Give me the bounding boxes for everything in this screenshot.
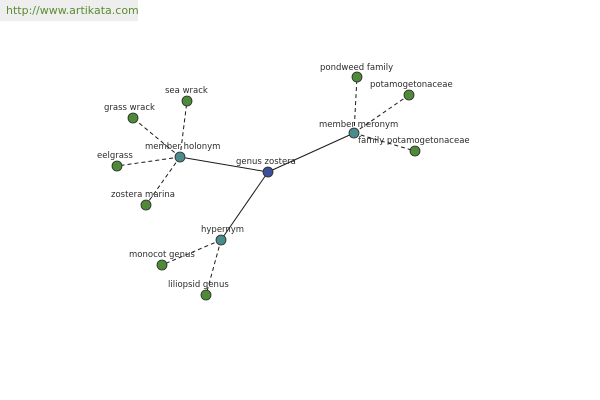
relation-label-hypernym: hypernym — [201, 225, 244, 235]
graph-labels: genus zostera member holonym grass wrack se… — [97, 63, 470, 290]
leaf-node-sea-wrack[interactable] — [181, 95, 193, 107]
leaf-label-pondweed-family: pondweed family — [320, 63, 393, 73]
leaf-label-eelgrass: eelgrass — [97, 151, 133, 161]
leaf-label-zostera-marina: zostera marina — [111, 190, 175, 200]
edge-member-meronym-to-family-potamogetonaceae — [353, 132, 416, 152]
center-node-genus-zostera[interactable] — [262, 166, 274, 178]
leaf-label-family-potamogetonaceae: family potamogetonaceae — [358, 136, 470, 146]
leaf-node-eelgrass[interactable] — [111, 160, 123, 172]
leaf-label-sea-wrack: sea wrack — [165, 86, 208, 96]
edge-center-to-member-meronym — [267, 132, 355, 173]
leaf-node-grass-wrack[interactable] — [127, 112, 139, 124]
leaf-node-potamogetonaceae[interactable] — [403, 89, 415, 101]
edge-hypernym-to-monocot-genus — [161, 239, 222, 266]
edge-member-holonym-to-eelgrass — [116, 156, 181, 167]
leaf-label-potamogetonaceae: potamogetonaceae — [370, 80, 453, 90]
graph-edges — [116, 76, 416, 296]
watermark-url: http://www.artikata.com — [0, 0, 139, 21]
center-node-label: genus zostera — [236, 157, 296, 167]
edge-member-holonym-to-sea-wrack — [179, 100, 188, 158]
relation-node-hypernym[interactable] — [215, 234, 227, 246]
graph-nodes — [111, 71, 421, 301]
relation-node-member-meronym[interactable] — [348, 127, 360, 139]
leaf-node-family-potamogetonaceae[interactable] — [409, 145, 421, 157]
edge-center-to-member-holonym — [179, 156, 269, 173]
edge-member-holonym-to-grass-wrack — [132, 117, 181, 158]
relation-node-member-holonym[interactable] — [174, 151, 186, 163]
leaf-node-liliopsid-genus[interactable] — [200, 289, 212, 301]
relation-label-member-holonym: member holonym — [145, 142, 220, 152]
leaf-node-pondweed-family[interactable] — [351, 71, 363, 83]
edge-member-meronym-to-pondweed-family — [353, 76, 358, 134]
leaf-label-grass-wrack: grass wrack — [104, 103, 155, 113]
leaf-label-liliopsid-genus: liliopsid genus — [168, 280, 229, 290]
edge-hypernym-to-liliopsid-genus — [205, 239, 222, 296]
edge-center-to-hypernym — [220, 171, 269, 241]
leaf-node-monocot-genus[interactable] — [156, 259, 168, 271]
edge-member-holonym-to-zostera-marina — [145, 156, 181, 206]
leaf-node-zostera-marina[interactable] — [140, 199, 152, 211]
relation-label-member-meronym: member meronym — [319, 120, 398, 130]
leaf-label-monocot-genus: monocot genus — [129, 250, 195, 260]
